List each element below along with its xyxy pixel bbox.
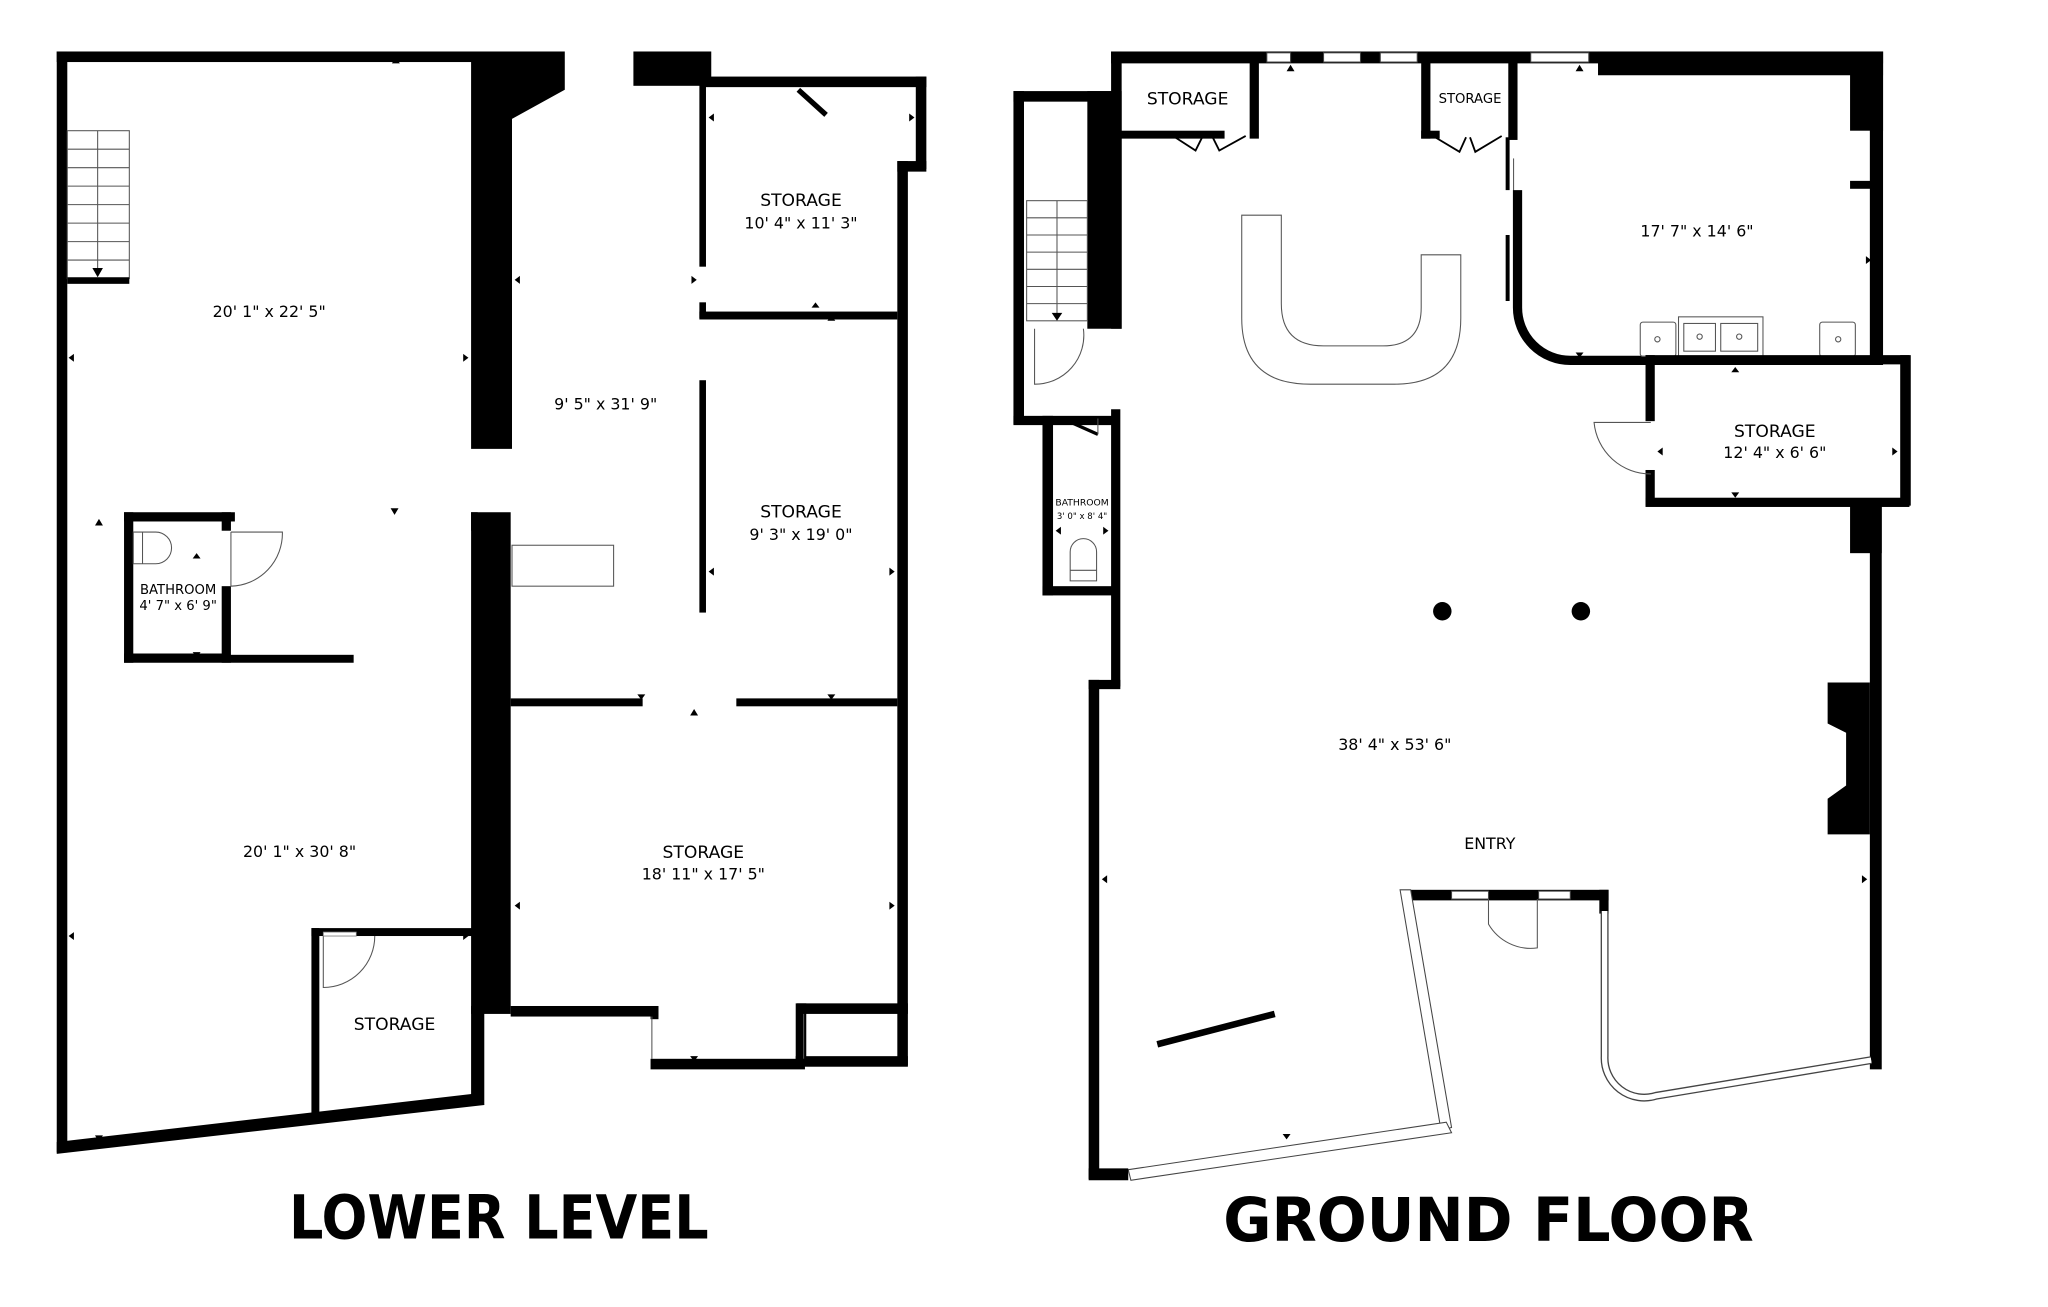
wall — [699, 311, 898, 320]
room-dimensions: 18' 11" x 17' 5" — [642, 864, 765, 883]
toilet-icon — [1069, 538, 1098, 582]
wall — [1598, 51, 1884, 76]
window — [1379, 52, 1418, 63]
door-swing-icon — [1593, 421, 1651, 475]
room-dimensions: 10' 4" x 11' 3" — [744, 213, 857, 232]
door-swing-icon — [230, 531, 283, 587]
room-dimensions: 9' 3" x 19' 0" — [749, 525, 852, 544]
window — [1538, 890, 1571, 900]
lower-level-plan: 20' 1" x 22' 5" 9' 5" x 31' 9" 20' 1" x … — [56, 51, 927, 1253]
stair-arrow-icon — [92, 268, 103, 278]
dimension-markers — [1055, 64, 1898, 1140]
wall — [650, 1058, 805, 1070]
wall — [311, 928, 320, 1117]
wall — [1869, 505, 1882, 1070]
wall-column — [471, 62, 565, 449]
room-name: BATHROOM — [140, 583, 216, 598]
floor-title: LOWER LEVEL — [289, 1183, 709, 1253]
door-swing-icon — [322, 936, 376, 989]
wall — [897, 161, 927, 172]
window — [1266, 52, 1292, 63]
room-name: STORAGE — [1439, 92, 1502, 107]
staircase — [1026, 200, 1088, 322]
column — [1433, 602, 1452, 621]
toilet-icon — [132, 531, 173, 565]
wall — [56, 51, 565, 63]
wall — [1869, 51, 1884, 362]
wall — [510, 698, 643, 707]
wall-column — [471, 512, 511, 1014]
bifold-door-icon — [1432, 135, 1503, 154]
window — [1323, 52, 1362, 63]
door-leaf — [796, 87, 828, 117]
room-dimensions: 12' 4" x 6' 6" — [1723, 443, 1826, 462]
dimension-markers — [68, 56, 915, 1142]
wall — [795, 1056, 908, 1067]
room-name: ENTRY — [1464, 834, 1515, 853]
room-dimensions: 9' 5" x 31' 9" — [554, 394, 657, 413]
room-dimensions: 17' 7" x 14' 6" — [1640, 221, 1753, 240]
room-dimensions: 4' 7" x 6' 9" — [139, 599, 216, 614]
room-name: STORAGE — [1147, 89, 1229, 109]
wall — [1111, 51, 1884, 64]
room-name: BATHROOM — [1055, 498, 1108, 509]
room-name: STORAGE — [760, 503, 842, 523]
wall — [311, 928, 481, 937]
ground-floor-plan: BATHROOM 3' 0" x 8' 4" — [1013, 51, 1911, 1256]
fixture — [511, 544, 615, 587]
wall — [699, 380, 706, 613]
wall — [702, 76, 927, 88]
room-dimensions: 20' 1" x 22' 5" — [213, 302, 326, 321]
bar-counter — [1241, 214, 1462, 385]
door-swing-icon — [1487, 899, 1538, 949]
wall — [1013, 91, 1112, 102]
wall — [915, 76, 927, 169]
staircase — [66, 130, 130, 284]
column — [1571, 602, 1591, 621]
room-dimensions: 38' 4" x 53' 6" — [1338, 735, 1451, 754]
floor-title: GROUND FLOOR — [1223, 1186, 1753, 1256]
window-wall — [1601, 910, 1872, 1101]
stair-arrow-icon — [1051, 312, 1063, 321]
bifold-door-icon — [1172, 135, 1247, 152]
window-wall — [1399, 889, 1453, 1131]
door-swing-icon — [1034, 328, 1085, 385]
room-dimensions: 20' 1" x 30' 8" — [243, 842, 356, 861]
wall-slanted — [56, 1093, 485, 1154]
wall — [1013, 91, 1024, 424]
wall — [633, 51, 712, 86]
wall-diagonal — [1156, 1010, 1276, 1048]
lower-bathroom — [124, 512, 354, 663]
room-name: STORAGE — [663, 843, 745, 863]
room-dimensions: 3' 0" x 8' 4" — [1057, 512, 1107, 522]
window — [1530, 52, 1590, 63]
sinks — [1639, 316, 1856, 357]
wall-curved — [1512, 190, 1884, 366]
wall — [1088, 679, 1100, 1179]
room-name: STORAGE — [1734, 422, 1816, 442]
wall — [56, 51, 68, 1153]
fireplace — [1827, 682, 1870, 835]
window-wall — [1127, 1121, 1453, 1181]
wall — [736, 698, 898, 707]
room-name: STORAGE — [354, 1015, 436, 1035]
ground-bathroom: BATHROOM 3' 0" x 8' 4" — [1042, 409, 1121, 687]
wall — [510, 1005, 659, 1017]
window — [1451, 890, 1490, 900]
wall — [699, 302, 706, 319]
wall — [699, 81, 706, 267]
room-name: STORAGE — [760, 191, 842, 211]
wall — [897, 161, 908, 1066]
